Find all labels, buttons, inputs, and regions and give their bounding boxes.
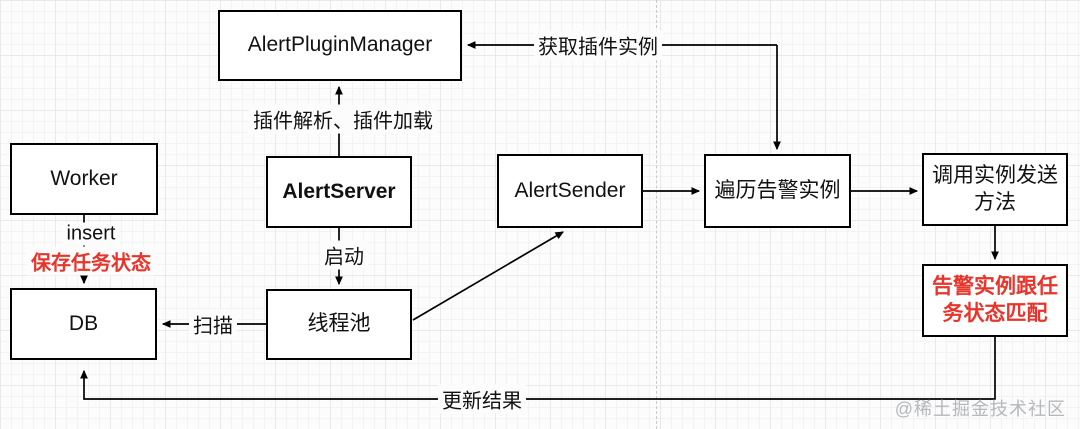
page-guide-dashed-line [656,0,657,429]
edge-label-scan: 扫描 [189,309,237,339]
node-alert-plugin-manager: AlertPluginManager [218,10,462,81]
edge-pool-to-sender [412,231,564,321]
node-db: DB [10,288,157,360]
node-worker: Worker [10,143,158,215]
node-iterate-alert-instances: 遍历告警实例 [704,154,851,228]
node-alert-server: AlertServer [266,156,412,228]
edge-label-plugin-parse-load: 插件解析、插件加载 [249,104,437,134]
juejin-watermark: @稀土掘金技术社区 [894,399,1066,419]
node-thread-pool: 线程池 [266,289,412,360]
node-alert-sender: AlertSender [497,154,643,228]
edge-label-get-plugin-instance: 获取插件实例 [534,30,662,60]
edge-label-start: 启动 [320,240,368,270]
edge-label-update-result: 更新结果 [438,384,526,414]
node-call-instance-send-method: 调用实例发送 方法 [922,153,1068,226]
node-alert-instance-match-task-status: 告警实例跟任 务状态匹配 [922,264,1068,337]
edge-label-save-task-status: 保存任务状态 [27,246,155,276]
edge-update-result [80,337,996,400]
edge-label-insert: insert [62,222,120,246]
